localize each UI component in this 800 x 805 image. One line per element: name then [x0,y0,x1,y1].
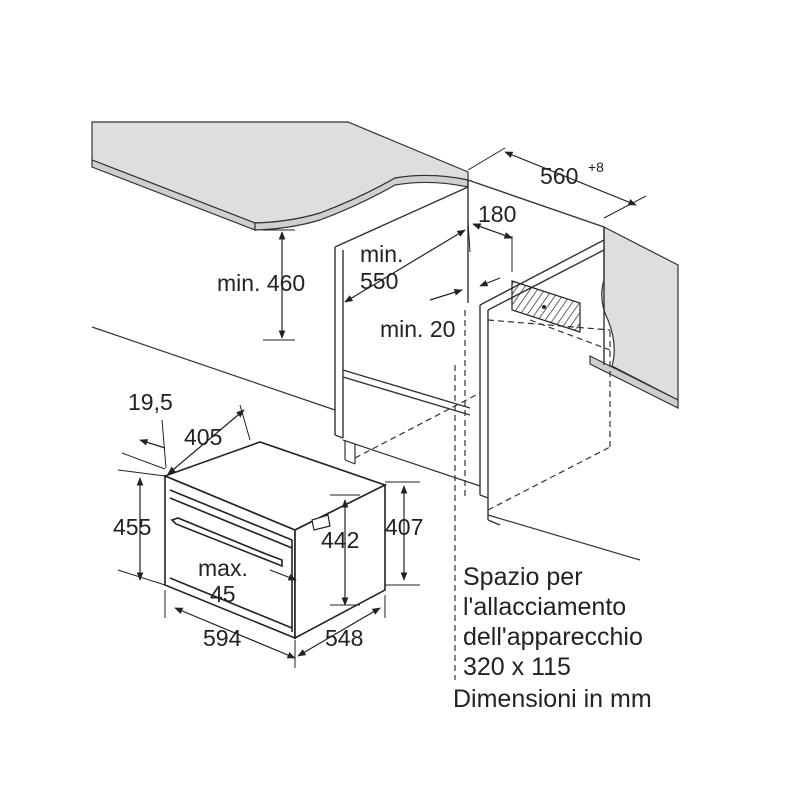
connection-point [542,305,546,309]
label-width-560-tolerance: +8 [588,159,604,175]
countertop-left [91,121,469,231]
dimension-lines [136,151,637,659]
label-offset-19-5: 19,5 [128,389,173,415]
label-max-45-line1: max. [198,555,248,581]
cabinet-frame [334,179,605,526]
note-line-1: Spazio per [463,563,583,591]
label-height-407: 407 [385,514,423,540]
label-height-442: 442 [321,527,359,553]
label-min-gap-20: min. 20 [380,316,455,342]
note-line-2: l'allacciamento [463,593,626,621]
dimension-labels: 560 +8 180 min. 460 min. 550 min. 20 19,… [113,159,604,651]
countertop-right [589,226,679,409]
label-depth-548: 548 [325,625,363,651]
connection-area [511,280,581,333]
label-height-455: 455 [113,514,151,540]
label-min-depth-550-line2: 550 [360,268,398,294]
plinth-lines [91,326,641,561]
units-caption: Dimensioni in mm [453,685,652,713]
oven-envelope-dashed [354,310,611,680]
label-dim-405: 405 [184,424,222,450]
label-min-height-460: min. 460 [217,270,305,296]
extension-lines [117,147,647,668]
label-gap-180: 180 [478,201,516,227]
label-width-594: 594 [203,625,242,651]
note-line-3: dell'apparecchio [463,623,643,651]
connection-note: Spazio per l'allacciamento dell'apparecc… [453,563,652,713]
label-min-depth-550-line1: min. [360,241,403,267]
note-line-4: 320 x 115 [463,653,571,681]
oven-control-knob [311,514,331,531]
label-max-45-line2: 45 [210,581,236,607]
label-width-560: 560 [540,163,578,189]
